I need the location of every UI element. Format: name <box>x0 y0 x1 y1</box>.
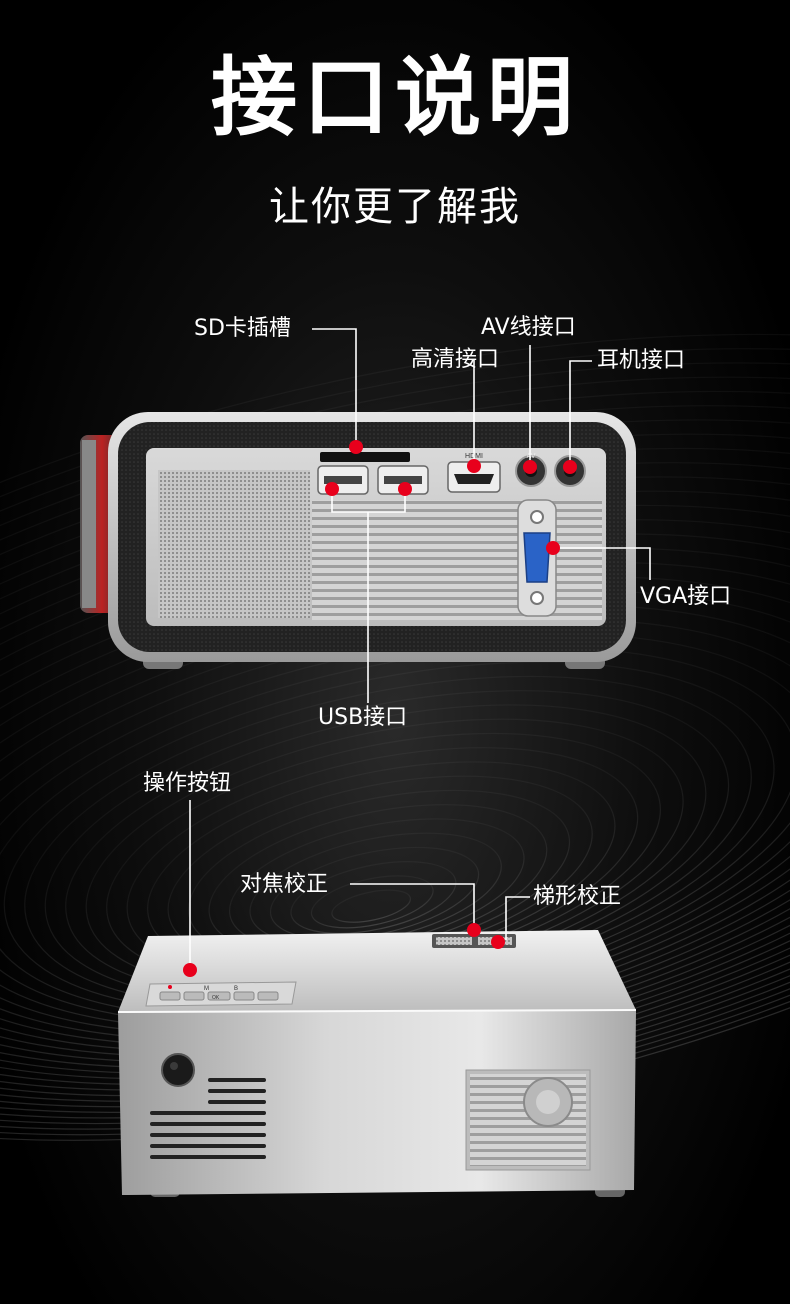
rear-view-projector: HDMI AV <box>80 328 651 703</box>
label-operation-buttons: 操作按钮 <box>143 771 232 796</box>
rear-vent-slats <box>312 500 602 620</box>
button-5 <box>257 991 279 1001</box>
marker-focus <box>467 923 481 937</box>
button-1 <box>159 991 181 1001</box>
label-vga-port: VGA接口 <box>640 584 732 609</box>
marker-keystone <box>491 935 505 949</box>
marker-headphone <box>563 460 577 474</box>
label-focus-correction: 对焦校正 <box>240 872 329 897</box>
marker-av <box>523 460 537 474</box>
marker-vga <box>546 541 560 555</box>
rear-callout-lines <box>312 328 651 703</box>
button-2 <box>183 991 205 1001</box>
marker-buttons <box>183 963 197 977</box>
av-marking: AV <box>527 453 536 460</box>
label-sd-card-slot: SD卡插槽 <box>194 316 291 341</box>
label-headphone-port: 耳机接口 <box>597 348 686 373</box>
rear-markers <box>325 440 577 555</box>
rear-vent-left <box>158 470 310 618</box>
button-marking-m: M <box>204 986 209 992</box>
button-marking-ok: OK <box>212 995 220 1001</box>
button-marking-b: B <box>234 986 238 992</box>
marker-hdmi <box>467 459 481 473</box>
page-subtitle: 让你更了解我 <box>269 184 521 230</box>
label-av-port: AV线接口 <box>481 315 576 340</box>
button-4 <box>233 991 255 1001</box>
button-panel: M B OK <box>145 981 297 1007</box>
button-ok <box>207 991 231 1001</box>
marker-usb-1 <box>325 482 339 496</box>
vga-port <box>517 499 557 617</box>
sd-card-slot <box>320 452 410 462</box>
top-markers <box>183 923 505 977</box>
page-title: 接口说明 <box>211 48 579 148</box>
front-vent-right <box>465 1069 591 1171</box>
front-lens <box>161 1053 195 1087</box>
label-keystone-correction: 梯形校正 <box>533 884 622 909</box>
top-callout-lines <box>189 800 530 970</box>
label-hdmi-port: 高清接口 <box>411 347 500 372</box>
marker-sd <box>349 440 363 454</box>
top-view-projector: M B OK <box>117 800 637 1197</box>
marker-usb-2 <box>398 482 412 496</box>
front-vent-left <box>150 1078 266 1159</box>
label-usb-port: USB接口 <box>318 705 408 730</box>
